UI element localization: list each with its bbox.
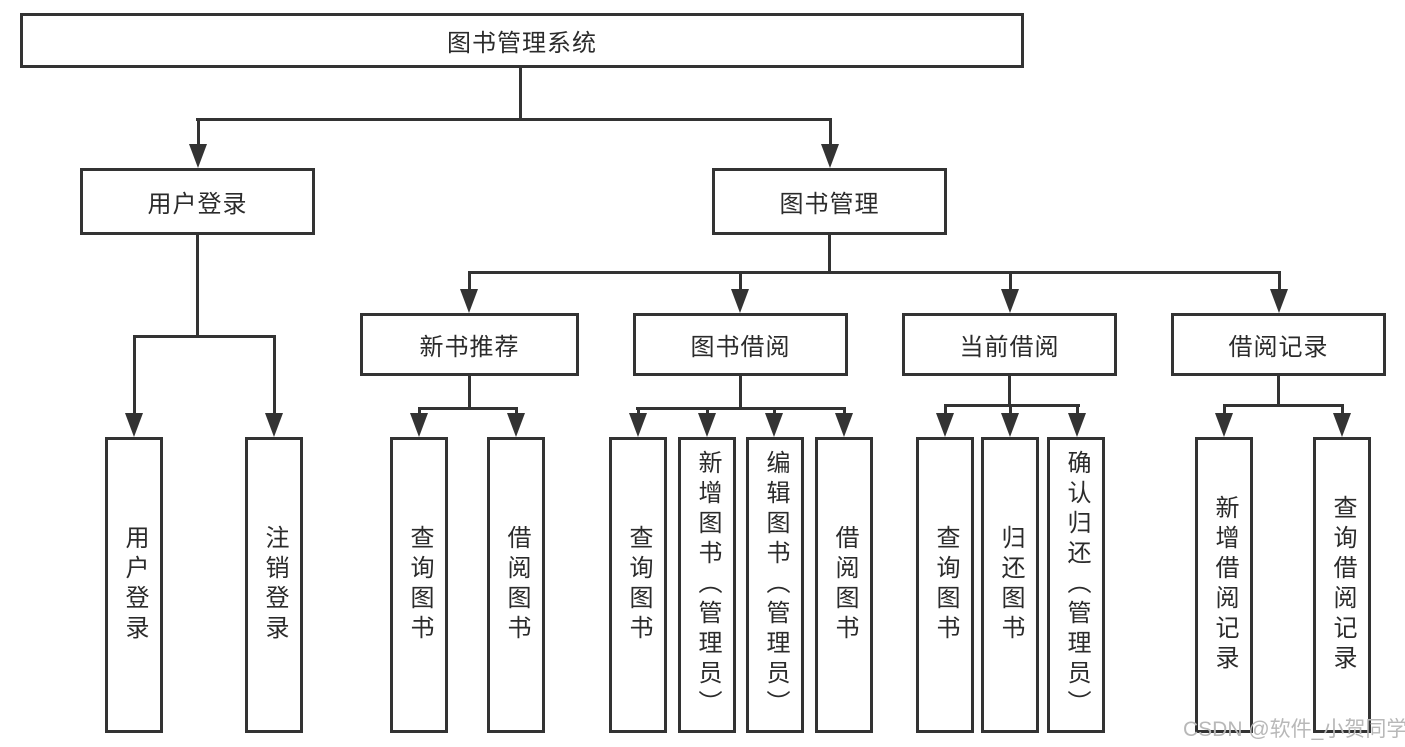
arrow-to-cb-query: [936, 404, 954, 437]
leaf-nb-query: 查询图书: [390, 437, 448, 733]
connector-book-mgmt-branch: [468, 271, 1281, 274]
connector-new-book-stem: [468, 376, 471, 410]
node-book-mgmt: 图书管理: [712, 168, 947, 235]
csdn-watermark: CSDN @软件_小贺同学: [1183, 718, 1405, 741]
arrow-to-bb-add: [698, 407, 716, 437]
node-book-mgmt-label: 图书管理: [779, 191, 880, 218]
connector-book-mgmt-stem: [828, 235, 831, 274]
arrow-to-book-mgmt: [821, 118, 839, 168]
connector-book-borrow-stem: [739, 376, 742, 410]
arrow-to-bb-borrow: [835, 407, 853, 437]
leaf-bb-add: 新增图书（管理员）: [678, 437, 736, 733]
arrow-to-borrow-record: [1270, 271, 1288, 313]
arrow-to-nb-borrow: [507, 407, 525, 437]
connector-user-login-branch: [133, 335, 276, 338]
arrow-to-leaf-user-login: [125, 335, 143, 437]
leaf-br-add: 新增借阅记录: [1195, 437, 1253, 733]
node-current-borrow: 当前借阅: [902, 313, 1117, 376]
node-root-label: 图书管理系统: [447, 30, 597, 57]
leaf-nb-borrow: 借阅图书: [487, 437, 545, 733]
connector-borrow-record-stem: [1277, 376, 1280, 407]
node-book-borrow-label: 图书借阅: [690, 334, 791, 361]
node-new-book: 新书推荐: [360, 313, 579, 376]
arrow-to-current-borrow: [1001, 271, 1019, 313]
connector-new-book-branch: [418, 407, 518, 410]
node-book-borrow: 图书借阅: [633, 313, 848, 376]
node-root: 图书管理系统: [20, 13, 1024, 68]
connector-current-borrow-branch: [944, 404, 1080, 407]
arrow-to-bb-query: [629, 407, 647, 437]
leaf-bb-query: 查询图书: [609, 437, 667, 733]
arrow-to-nb-query: [410, 407, 428, 437]
leaf-logout: 注销登录: [245, 437, 303, 733]
arrow-to-cb-confirm: [1068, 404, 1086, 437]
connector-root-stem: [519, 68, 522, 119]
leaf-bb-borrow: 借阅图书: [815, 437, 873, 733]
node-current-borrow-label: 当前借阅: [959, 334, 1060, 361]
arrow-to-br-add: [1215, 404, 1233, 437]
connector-current-borrow-stem: [1008, 376, 1011, 407]
leaf-br-query: 查询借阅记录: [1313, 437, 1371, 733]
arrow-to-leaf-logout: [265, 335, 283, 437]
leaf-user-login: 用户登录: [105, 437, 163, 733]
connector-borrow-record-branch: [1223, 404, 1343, 407]
node-new-book-label: 新书推荐: [419, 334, 520, 361]
node-user-login: 用户登录: [80, 168, 315, 235]
leaf-bb-edit: 编辑图书（管理员）: [746, 437, 804, 733]
arrow-to-user-login: [189, 118, 207, 168]
arrow-to-bb-edit: [765, 407, 783, 437]
node-user-login-label: 用户登录: [147, 191, 248, 218]
arrow-to-new-book: [460, 271, 478, 313]
node-borrow-record-label: 借阅记录: [1228, 334, 1329, 361]
connector-book-borrow-branch: [636, 407, 846, 410]
connector-user-login-stem: [196, 235, 199, 338]
leaf-cb-query: 查询图书: [916, 437, 974, 733]
connector-root-branch: [196, 118, 831, 121]
node-borrow-record: 借阅记录: [1171, 313, 1386, 376]
arrow-to-br-query: [1333, 404, 1351, 437]
arrow-to-book-borrow: [731, 271, 749, 313]
leaf-cb-return: 归还图书: [981, 437, 1039, 733]
arrow-to-cb-return: [1001, 404, 1019, 437]
leaf-cb-confirm: 确认归还（管理员）: [1047, 437, 1105, 733]
